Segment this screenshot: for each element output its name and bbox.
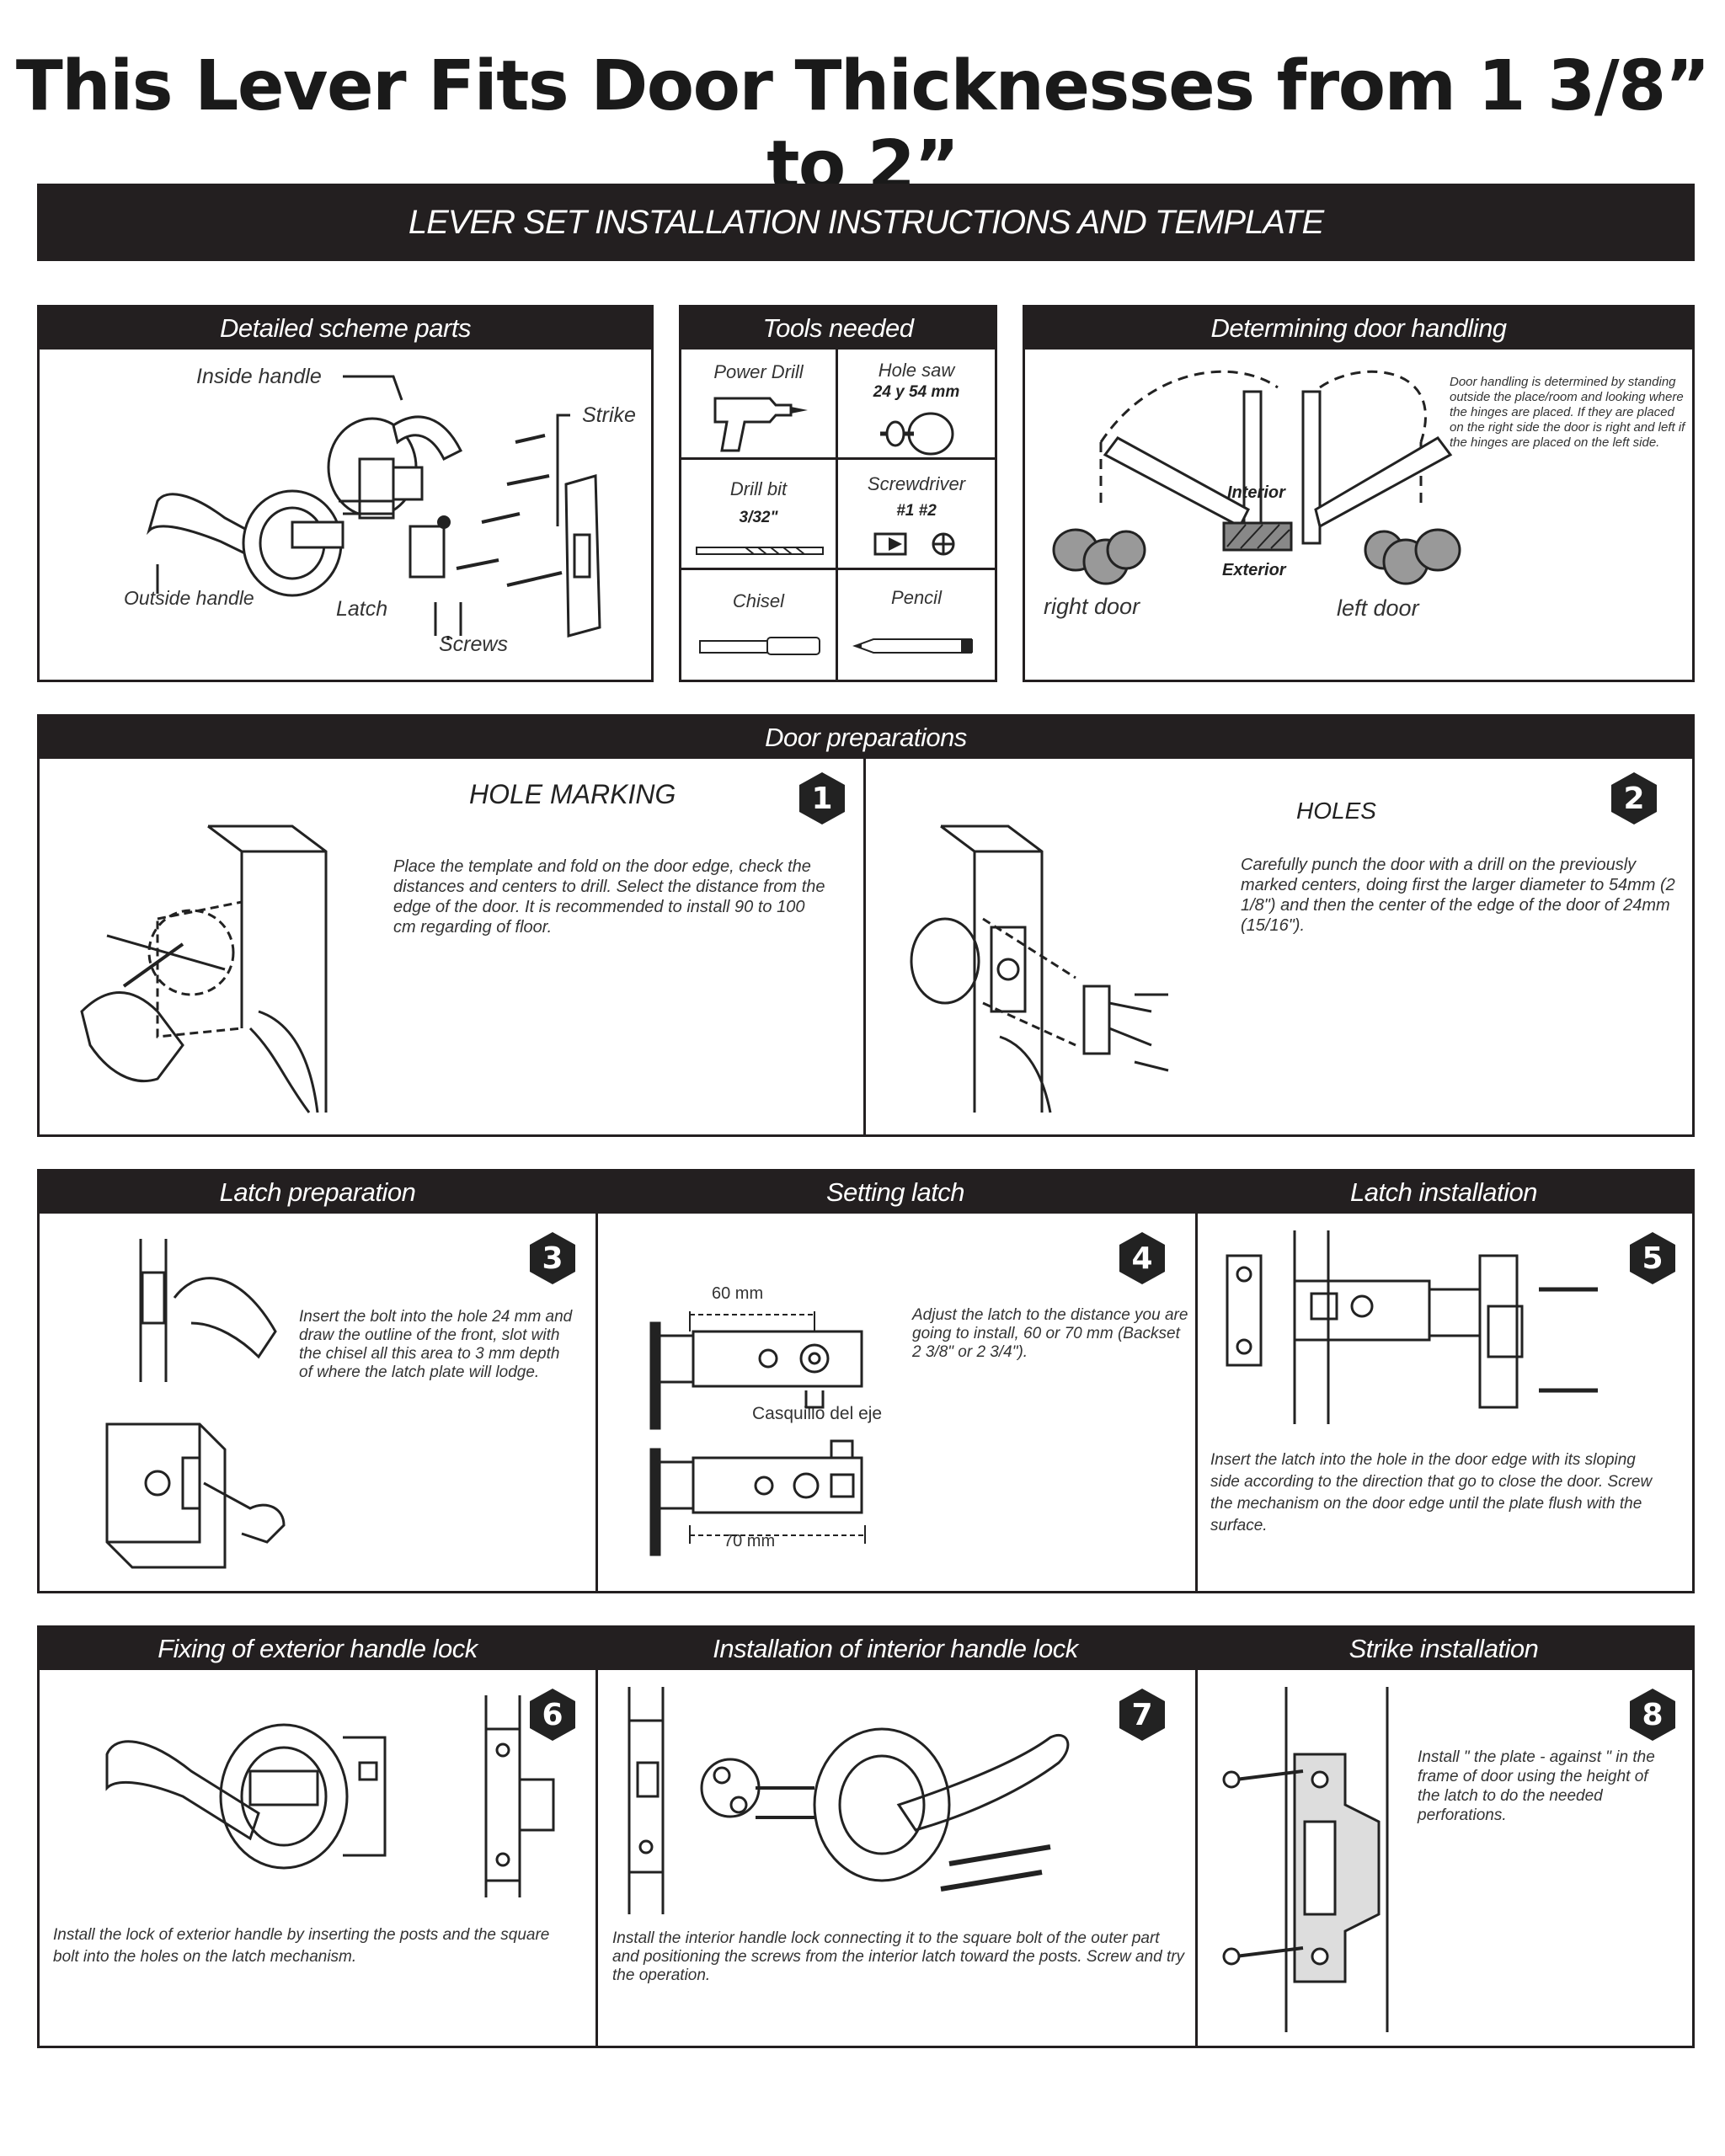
tool-screwdriver: Screwdriver #1 #2	[838, 460, 995, 570]
label-inside-handle: Inside handle	[196, 365, 322, 388]
step2-number-badge: 2	[1610, 771, 1658, 826]
label-interior: Interior	[1227, 483, 1286, 502]
step6-number-badge: 6	[528, 1687, 577, 1742]
page-title: This Lever Fits Door Thicknesses from 1 …	[15, 46, 1711, 206]
latch-preparation-header: Latch preparation	[219, 1177, 416, 1207]
door-preparations-header: Door preparations	[40, 717, 1692, 759]
tools-header: Tools needed	[681, 307, 995, 350]
tool-power-drill: Power Drill	[681, 350, 838, 460]
tools-panel: Tools needed Power Drill Hole saw 24 y 5…	[679, 305, 997, 682]
instructions-banner: LEVER SET INSTALLATION INSTRUCTIONS AND …	[37, 184, 1695, 261]
lever-parts-illustration	[146, 375, 601, 640]
step5-number-badge: 5	[1628, 1230, 1677, 1286]
label-screws: Screws	[439, 632, 508, 656]
step2-title: HOLES	[1296, 798, 1376, 824]
step4-text: Adjust the latch to the distance you are…	[912, 1306, 1188, 1361]
door-preparations-panel: Door preparations HOLE MARKING 1 Place t…	[37, 714, 1695, 1137]
step8-number-badge: 8	[1628, 1687, 1677, 1742]
interior-handle-header: Installation of interior handle lock	[713, 1634, 1078, 1663]
step5-text: Insert the latch into the hole in the do…	[1210, 1451, 1653, 1534]
drill-bit-icon	[696, 547, 824, 555]
step2-text: Carefully punch the door with a drill on…	[1241, 856, 1675, 935]
strike-installation-header: Strike installation	[1348, 1634, 1539, 1663]
screwdriver-icon	[873, 532, 955, 556]
door-handling-panel: Determining door handling Door handling …	[1023, 305, 1695, 682]
scheme-parts-panel: Detailed scheme parts Inside handle Stri…	[37, 305, 654, 682]
label-strike: Strike	[582, 403, 636, 427]
chisel-icon	[699, 637, 820, 655]
tool-hole-saw: Hole saw 24 y 54 mm	[838, 350, 995, 460]
door-handling-header: Determining door handling	[1025, 307, 1692, 350]
latch-row-panel: Latch preparation Setting latch Latch in…	[37, 1169, 1695, 1593]
tool-drill-bit: Drill bit 3/32"	[681, 460, 838, 570]
tool-chisel: Chisel	[681, 570, 838, 680]
step8-text: Install " the plate - against " in the f…	[1418, 1748, 1655, 1824]
hole-marking-illustration	[80, 825, 328, 1113]
step3-text: Insert the bolt into the hole 24 mm and …	[299, 1308, 573, 1381]
dim-60mm: 60 mm	[712, 1284, 764, 1303]
label-left-door: left door	[1337, 595, 1419, 621]
step4-number-badge: 4	[1118, 1230, 1167, 1286]
label-exterior: Exterior	[1222, 561, 1287, 579]
step1-text: Place the template and fold on the door …	[393, 857, 825, 937]
tool-pencil: Pencil	[838, 570, 995, 680]
setting-latch-header: Setting latch	[825, 1177, 965, 1207]
latch-installation-header: Latch installation	[1350, 1177, 1537, 1207]
label-outside-handle: Outside handle	[124, 587, 254, 609]
step1-number-badge: 1	[798, 771, 846, 826]
dim-70mm: 70 mm	[724, 1532, 776, 1550]
scheme-parts-header: Detailed scheme parts	[40, 307, 651, 350]
latch-installation-illustration	[1226, 1230, 1598, 1424]
latch-preparation-illustration	[105, 1239, 286, 1569]
hole-saw-icon	[880, 412, 954, 456]
step1-title: HOLE MARKING	[469, 779, 676, 809]
label-casquillo-del-eje: Casquillo del eje	[752, 1404, 883, 1423]
label-latch: Latch	[336, 597, 388, 621]
strike-installation-illustration	[1222, 1687, 1389, 2032]
step3-number-badge: 3	[528, 1230, 577, 1286]
pencil-icon	[852, 638, 973, 654]
handle-row-panel: Fixing of exterior handle lock Installat…	[37, 1625, 1695, 2048]
step7-number-badge: 7	[1118, 1687, 1167, 1742]
exterior-handle-header: Fixing of exterior handle lock	[158, 1634, 478, 1663]
step6-text: Install the lock of exterior handle by i…	[53, 1926, 550, 1966]
door-handling-note: Door handling is determined by standing …	[1450, 375, 1685, 450]
interior-handle-illustration	[628, 1687, 1070, 1914]
power-drill-icon	[713, 397, 808, 452]
door-handling-diagram: Interior Exterior	[1052, 370, 1461, 585]
step7-text: Install the interior handle lock connect…	[612, 1929, 1185, 1984]
label-right-door: right door	[1044, 594, 1140, 619]
exterior-handle-illustration	[105, 1695, 555, 1897]
setting-latch-illustration	[649, 1311, 866, 1556]
holes-illustration	[910, 825, 1169, 1113]
